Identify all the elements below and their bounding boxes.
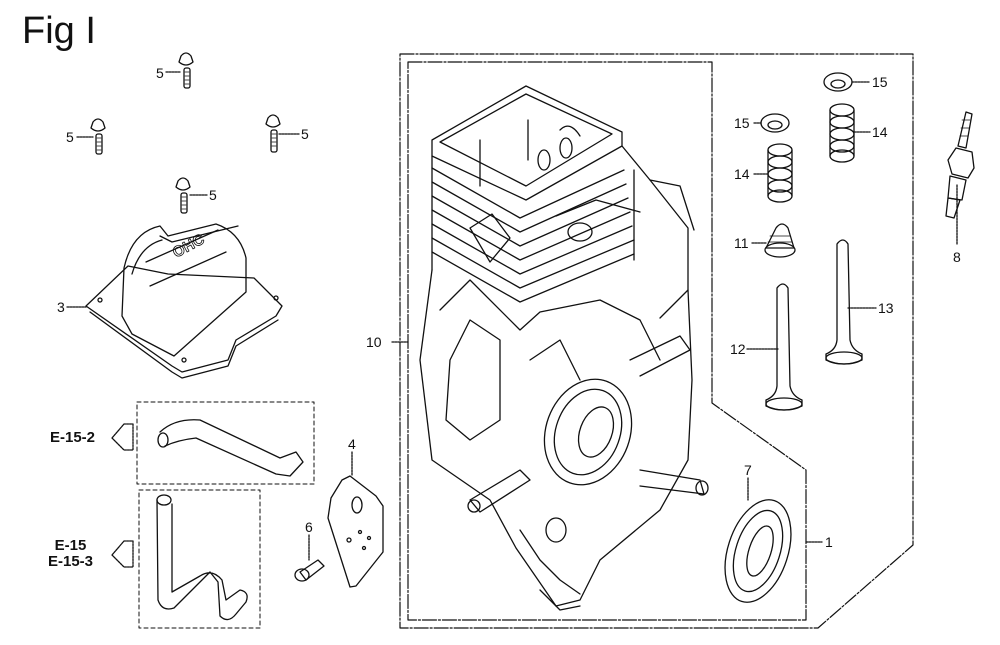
callout-oil-seal: 7	[744, 462, 752, 478]
bolt-top-icon	[178, 52, 194, 89]
outer-assembly-frame	[399, 53, 914, 629]
head-cover-icon	[85, 223, 283, 379]
reference-label-breather[interactable]: E-15-2	[50, 430, 95, 446]
screw-icon	[294, 559, 325, 582]
spring-right-icon	[829, 103, 855, 163]
oil-seal-icon	[724, 499, 792, 603]
spring-left-icon	[767, 143, 793, 203]
callout-head-cover: 3	[57, 299, 65, 315]
callout-screw: 6	[305, 519, 313, 535]
hose-box-lower	[138, 489, 261, 629]
bolt-right-icon	[265, 114, 281, 153]
hose-box-upper	[136, 401, 315, 485]
callout-spring-right: 14	[872, 124, 888, 140]
reference-line: E-15-2	[50, 429, 96, 446]
callout-cylinder-barrel: 10	[366, 334, 382, 350]
bolt-lower-icon	[175, 177, 191, 214]
callout-bolt-top: 5	[156, 65, 164, 81]
gasket-icon	[327, 475, 384, 588]
reference-line: E-15	[54, 537, 87, 554]
bolt-left-icon	[90, 118, 106, 155]
callout-retainer-right: 15	[872, 74, 888, 90]
reference-arrow-icon	[111, 540, 134, 568]
callout-exhaust-valve: 13	[878, 300, 894, 316]
inner-assembly-frame	[407, 61, 807, 621]
retainer-left-icon	[760, 113, 790, 133]
retainer-right-icon	[823, 72, 853, 92]
callout-intake-valve: 12	[730, 341, 746, 357]
spark-plug-icon	[945, 111, 975, 219]
reference-arrow-icon	[111, 423, 134, 451]
callout-gasket: 4	[348, 436, 356, 452]
callout-stem-seal: 11	[734, 235, 749, 251]
reference-label-drain[interactable]: E-15 E-15-3	[48, 538, 93, 570]
drain-tube-icon	[156, 494, 248, 621]
callout-spring-left: 14	[734, 166, 750, 182]
callout-bolt-left: 5	[66, 129, 74, 145]
intake-valve-icon	[765, 283, 803, 411]
callout-spark-plug: 8	[953, 249, 961, 265]
figure-title: Fig I	[22, 10, 96, 52]
callout-retainer-left: 15	[734, 115, 750, 131]
cylinder-barrel-icon	[419, 85, 709, 611]
reference-line: E-15-3	[48, 553, 94, 570]
callout-bolt-lower: 5	[209, 187, 217, 203]
exhaust-valve-icon	[825, 239, 863, 365]
callout-bolt-right: 5	[301, 126, 309, 142]
breather-hose-icon	[157, 419, 304, 477]
stem-seal-icon	[764, 223, 796, 258]
callout-short-block: 1	[825, 534, 833, 550]
